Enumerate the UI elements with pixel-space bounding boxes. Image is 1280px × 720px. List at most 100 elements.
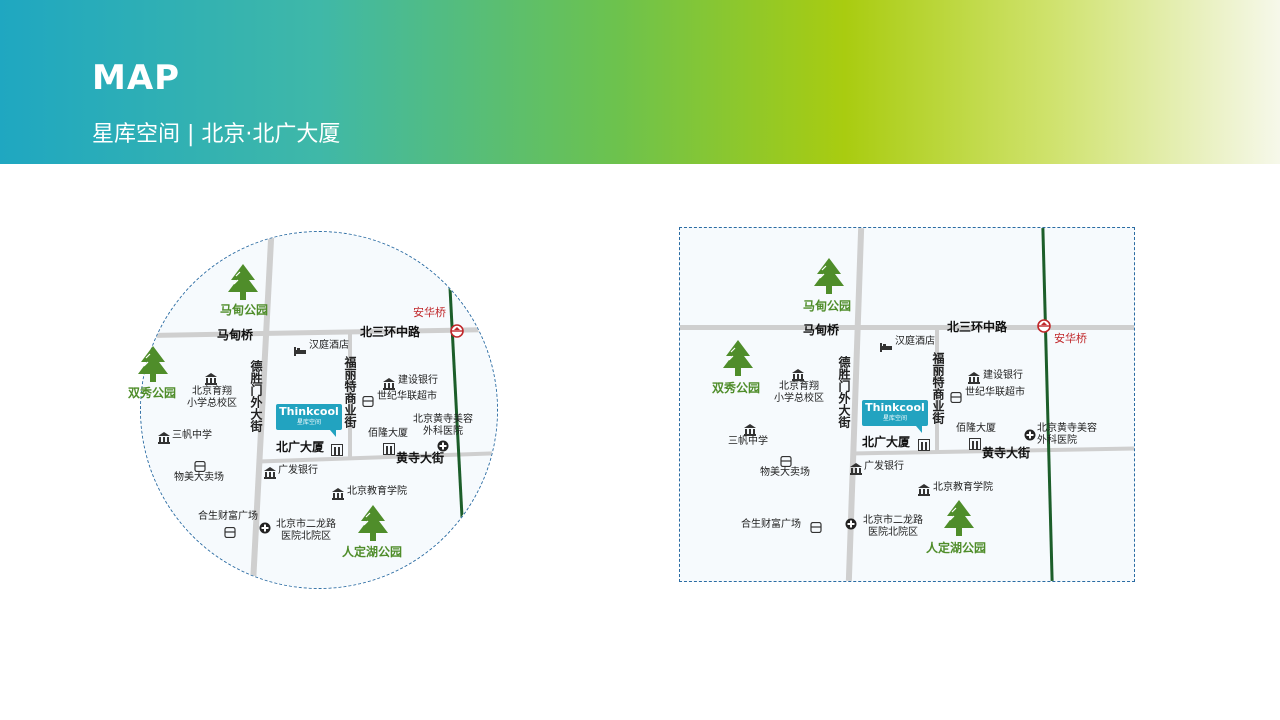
header-banner: MAP 星库空间 | 北京·北广大厦 [0,0,1280,164]
poi-beiguang-label: 北广大厦 [862,435,911,449]
poi-guangfa-label: 广发银行 [864,461,904,472]
tree-icon [942,498,976,538]
poi-erlonglu-label: 北京市二龙路 医院北院区 [857,515,929,539]
poi-bailong-label: 佰隆大厦 [368,428,408,439]
shop-icon [194,457,206,476]
hospital-icon [259,519,271,538]
tree-icon [721,338,755,378]
poi-erlonglu-line1: 北京市二龙路 [863,515,923,526]
logo-brand: Thinkcool [865,401,925,414]
poi-huangsi-hosp-line1: 北京黄寺美容 [413,414,473,425]
poi-huangsi-hosp-line2: 外科医院 [1037,435,1077,446]
road-fuli-te [348,332,352,457]
metro-icon [1037,318,1051,337]
road-label-huangsi: 黄寺大街 [982,446,1031,460]
poi-huangsi-hosp-line2: 外科医院 [423,426,463,437]
tree-icon [136,344,170,384]
road-label-madianqiao: 马甸桥 [803,323,840,337]
poi-erlonglu-line1: 北京市二龙路 [276,519,336,530]
building-icon [331,441,343,460]
poi-wumei-label: 物美大卖场 [760,467,810,478]
building-icon [383,440,395,459]
poi-huangsi-hospital-label: 北京黄寺美容 外科医院 [1037,423,1109,447]
poi-yuxiang-line2: 小学总校区 [187,398,237,409]
poi-jiaoyu-label: 北京教育学院 [347,486,407,497]
school-icon [918,481,930,500]
poi-huangsi-hosp-line1: 北京黄寺美容 [1037,423,1097,434]
logo-brand: Thinkcool [279,405,339,418]
poi-hanting-label: 汉庭酒店 [895,336,935,347]
rail-line [1041,228,1054,581]
road-label-fulite: 福丽特商业街 [343,356,357,428]
shop-icon [810,518,822,537]
metro-label-anhuaqiao: 安华桥 [1054,332,1087,345]
poi-guangfa-label: 广发银行 [278,465,318,476]
poi-erlonglu-label: 北京市二龙路 医院北院区 [270,519,342,543]
poi-sanfan-label: 三帆中学 [172,430,212,441]
logo-sub: 星库空间 [296,419,321,426]
poi-hesheng-label: 合生财富广场 [198,511,258,522]
shop-icon [362,392,374,411]
poi-shiji-label: 世纪华联超市 [965,387,1025,398]
poi-beiguang-label: 北广大厦 [276,440,325,454]
logo-sub: 星库空间 [882,415,907,422]
road-label-desheng: 德胜门外大街 [837,356,851,428]
poi-ccb-label: 建设银行 [398,375,438,386]
bank-icon [850,460,862,479]
park-shuangxiu-label: 双秀公园 [712,381,761,395]
poi-wumei-label: 物美大卖场 [174,472,224,483]
road-label-fulite: 福丽特商业街 [931,352,945,424]
thinkcool-logo: Thinkcool 星库空间 [862,400,928,433]
hotel-icon [294,341,306,360]
poi-ccb-label: 建设银行 [983,370,1023,381]
thinkcool-logo: Thinkcool 星库空间 [276,404,342,437]
poi-yuxiang-label: 北京育翔 小学总校区 [183,386,241,410]
hotel-icon [880,337,892,356]
shop-icon [780,452,792,471]
road-bei-san-huan [141,326,497,339]
bank-icon [264,464,276,483]
shop-icon [224,523,236,542]
road-label-beisanhuan: 北三环中路 [360,325,421,339]
metro-icon [450,323,464,342]
tree-icon [812,256,846,296]
road-label-desheng: 德胜门外大街 [249,360,263,432]
school-icon [744,421,756,440]
park-madian-label: 马甸公园 [220,303,269,317]
poi-erlonglu-line2: 医院北院区 [868,527,918,538]
park-madian-label: 马甸公园 [803,299,852,313]
school-icon [158,429,170,448]
bank-icon [383,375,395,394]
poi-yuxiang-line1: 北京育翔 [779,381,819,392]
school-icon [205,370,217,389]
poi-yuxiang-label: 北京育翔 小学总校区 [770,381,828,405]
poi-sanfan-label: 三帆中学 [728,436,768,447]
building-icon [969,435,981,454]
road-label-beisanhuan: 北三环中路 [947,320,1008,334]
poi-jiaoyu-label: 北京教育学院 [933,482,993,493]
bank-icon [968,369,980,388]
park-rendinghu-label: 人定湖公园 [342,545,403,559]
poi-hanting-label: 汉庭酒店 [309,340,349,351]
school-icon [332,485,344,504]
park-shuangxiu-label: 双秀公园 [128,386,177,400]
building-icon [918,436,930,455]
page-subtitle: 星库空间 | 北京·北广大厦 [92,122,341,147]
tree-icon [356,503,390,543]
road-label-madianqiao: 马甸桥 [217,328,254,342]
hospital-icon [1024,426,1036,445]
shop-icon [950,388,962,407]
road-label-huangsi: 黄寺大街 [396,451,445,465]
road-fuli-te [935,328,939,453]
poi-yuxiang-line2: 小学总校区 [774,393,824,404]
page-title: MAP [92,58,181,98]
park-rendinghu-label: 人定湖公园 [926,541,987,555]
poi-shiji-label: 世纪华联超市 [377,391,437,402]
tree-icon [226,262,260,302]
poi-bailong-label: 佰隆大厦 [956,423,996,434]
poi-yuxiang-line1: 北京育翔 [192,386,232,397]
hospital-icon [437,437,449,456]
metro-label-anhuaqiao: 安华桥 [413,306,446,319]
poi-huangsi-hospital-label: 北京黄寺美容 外科医院 [410,414,476,438]
rail-line [445,232,468,588]
